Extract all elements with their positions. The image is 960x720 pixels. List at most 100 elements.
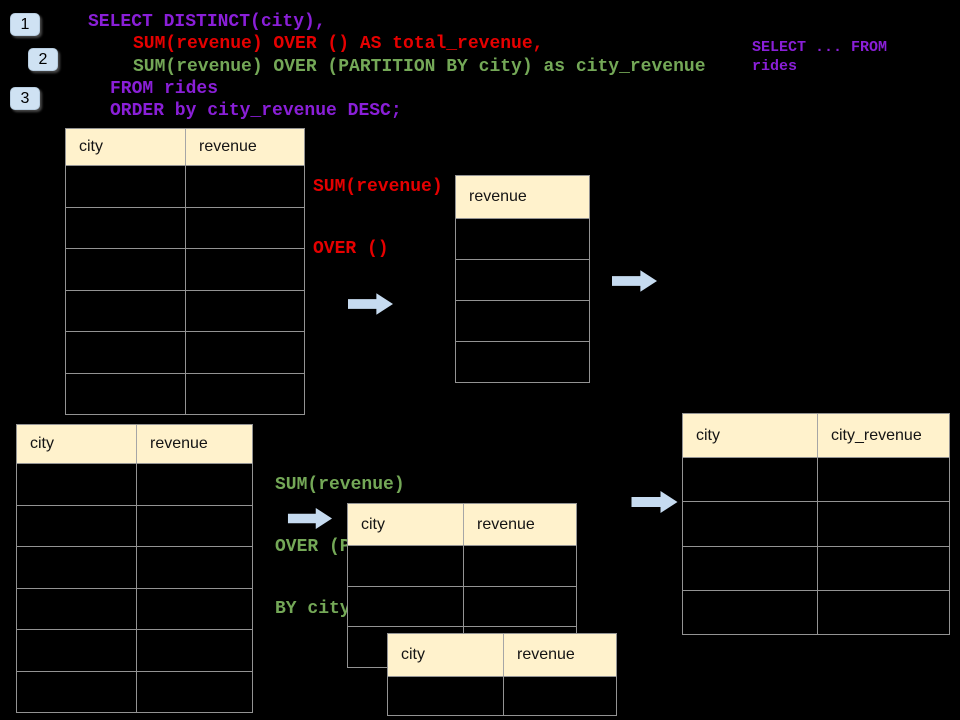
table-header-row: city revenue bbox=[348, 504, 576, 545]
table-cell-empty bbox=[136, 464, 252, 505]
table-cell-empty bbox=[185, 373, 304, 414]
table-cell-empty bbox=[463, 546, 576, 586]
table-cell-empty bbox=[456, 260, 589, 300]
step-badge-1: 1 bbox=[10, 13, 40, 36]
table-cell-empty bbox=[66, 208, 185, 249]
right-arrow-icon bbox=[287, 507, 333, 530]
table-row bbox=[66, 331, 304, 373]
table-cell-empty bbox=[17, 464, 136, 505]
table-cell-empty bbox=[817, 502, 949, 546]
table-cell-empty bbox=[66, 332, 185, 373]
table-cell-empty bbox=[17, 672, 136, 713]
table-cell-empty bbox=[817, 590, 949, 634]
table-cell-empty bbox=[136, 505, 252, 546]
step-badge-2: 2 bbox=[28, 48, 58, 71]
column-header-revenue: revenue bbox=[136, 425, 252, 463]
table-header-row: city city_revenue bbox=[683, 414, 949, 457]
table-cell-empty bbox=[66, 166, 185, 207]
column-header-revenue: revenue bbox=[185, 129, 304, 165]
table-row bbox=[17, 587, 252, 630]
label-sum-over-partition-line1: SUM(revenue) bbox=[275, 475, 405, 495]
table-cell-empty bbox=[136, 547, 252, 588]
label-sum-over-total: SUM(revenue) OVER () bbox=[313, 136, 443, 300]
table-row bbox=[456, 259, 589, 300]
table-cell-empty bbox=[683, 547, 817, 590]
table-cell-empty bbox=[456, 301, 589, 341]
table-cell-empty bbox=[503, 677, 616, 715]
table-cell-empty bbox=[388, 677, 503, 715]
sql-line-from: FROM rides bbox=[110, 79, 219, 99]
column-header-city: city bbox=[696, 426, 720, 444]
table-cell-empty bbox=[456, 342, 589, 382]
right-arrow-icon bbox=[612, 269, 657, 293]
table-final-result: city city_revenue bbox=[682, 413, 950, 635]
table-row bbox=[66, 206, 304, 249]
table-header-row: city revenue bbox=[66, 129, 304, 165]
table-cell-empty bbox=[185, 332, 304, 373]
table-row bbox=[683, 457, 949, 502]
column-header-city: city bbox=[79, 138, 103, 155]
table-header-row: city revenue bbox=[17, 425, 252, 463]
column-header-revenue: revenue bbox=[503, 634, 616, 676]
sql-line-partition: SUM(revenue) OVER (PARTITION BY city) as… bbox=[133, 57, 706, 77]
table-cell-empty bbox=[185, 207, 304, 248]
table-cell-empty bbox=[185, 166, 304, 207]
column-header-revenue: revenue bbox=[463, 504, 576, 545]
table-row bbox=[66, 248, 304, 290]
table-total-result: revenue bbox=[455, 175, 590, 383]
sql-line-order: ORDER by city_revenue DESC; bbox=[110, 101, 402, 121]
table-cell-empty bbox=[683, 591, 817, 634]
table-cell-empty bbox=[463, 586, 576, 627]
table-cell-empty bbox=[17, 506, 136, 547]
table-row bbox=[456, 300, 589, 341]
table-cell-empty bbox=[683, 458, 817, 501]
column-header-city-revenue: city_revenue bbox=[817, 414, 949, 457]
table-cell-empty bbox=[136, 671, 252, 712]
table-row bbox=[17, 629, 252, 671]
table-cell-empty bbox=[66, 374, 185, 415]
column-header-city: city bbox=[30, 435, 54, 452]
table-row bbox=[348, 545, 576, 586]
table-cell-empty bbox=[66, 249, 185, 290]
column-header-city: city bbox=[401, 646, 425, 663]
table-row bbox=[17, 546, 252, 588]
sql-line-total: SUM(revenue) OVER () AS total_revenue, bbox=[133, 34, 544, 54]
table-cell-empty bbox=[66, 291, 185, 332]
table-row bbox=[66, 165, 304, 207]
side-note-line2: rides bbox=[752, 58, 798, 75]
table-row bbox=[17, 504, 252, 547]
table-source-bottom: city revenue bbox=[16, 424, 253, 713]
table-cell-empty bbox=[185, 249, 304, 290]
table-cell-empty bbox=[456, 219, 589, 259]
table-source-top: city revenue bbox=[65, 128, 305, 415]
table-header-row: city revenue bbox=[388, 634, 616, 676]
table-header-row: revenue bbox=[456, 176, 589, 218]
column-header-revenue: revenue bbox=[469, 188, 527, 205]
table-cell-empty bbox=[17, 547, 136, 588]
table-row bbox=[348, 585, 576, 627]
table-row bbox=[17, 463, 252, 505]
table-row bbox=[683, 545, 949, 590]
table-row bbox=[683, 501, 949, 546]
step-badge-3: 3 bbox=[10, 87, 40, 110]
side-note: SELECT ... FROM rides bbox=[752, 38, 887, 76]
table-row bbox=[456, 218, 589, 259]
right-arrow-icon bbox=[631, 490, 678, 514]
table-row bbox=[683, 589, 949, 634]
table-row bbox=[456, 341, 589, 382]
table-row bbox=[66, 372, 304, 415]
table-row bbox=[66, 289, 304, 332]
column-header-city: city bbox=[361, 515, 385, 533]
label-sum-over-total-line1: SUM(revenue) bbox=[313, 177, 443, 197]
table-cell-empty bbox=[17, 589, 136, 630]
right-arrow-icon bbox=[348, 292, 393, 316]
table-cell-empty bbox=[683, 502, 817, 545]
table-cell-empty bbox=[817, 458, 949, 502]
label-sum-over-total-line2: OVER () bbox=[313, 239, 389, 259]
table-cell-empty bbox=[348, 587, 463, 627]
table-cell-empty bbox=[348, 546, 463, 586]
sql-line-select: SELECT DISTINCT(city), bbox=[88, 12, 326, 32]
side-note-line1: SELECT ... FROM bbox=[752, 39, 888, 56]
table-cell-empty bbox=[185, 290, 304, 331]
